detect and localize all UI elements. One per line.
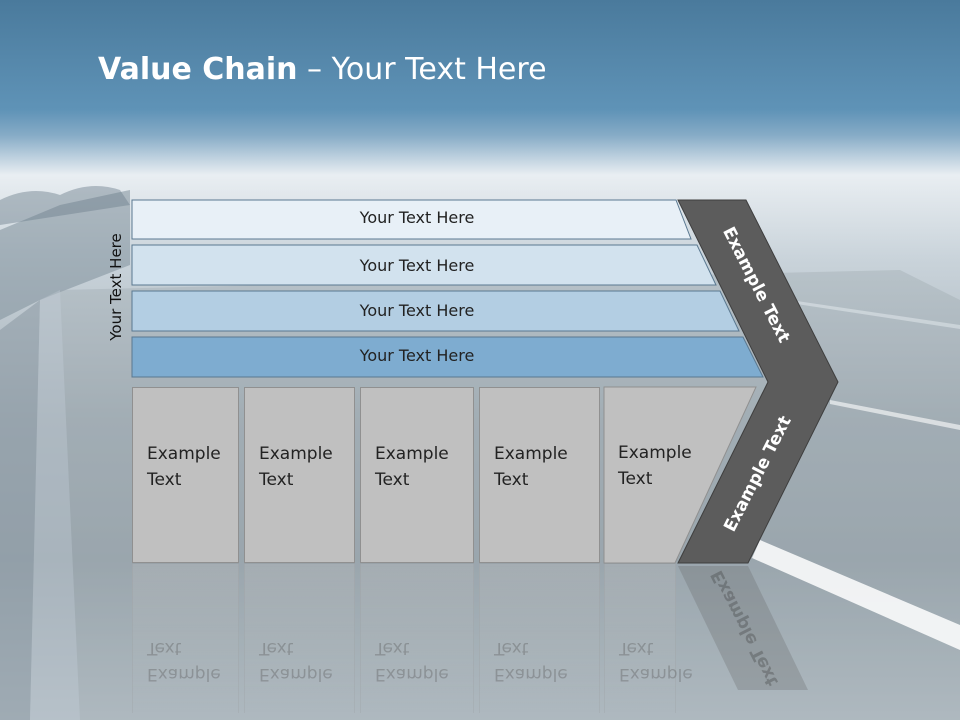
- row-bar-3: [131, 290, 740, 332]
- slide-title: Value Chain – Your Text Here: [98, 52, 547, 87]
- chevron-reflection: [678, 566, 808, 690]
- row-label-4: Your Text Here: [359, 346, 475, 365]
- chevron-shape: [677, 199, 839, 564]
- row-label-1: Your Text Here: [359, 208, 475, 227]
- row-label-2: Your Text Here: [359, 256, 475, 275]
- row-bar-4: [131, 336, 764, 378]
- title-bold: Value Chain: [98, 52, 298, 87]
- value-box-5-shape: [603, 386, 757, 564]
- title-rest: – Your Text Here: [297, 52, 547, 87]
- row-label-3: Your Text Here: [359, 301, 475, 320]
- row-bar-1: [131, 199, 692, 240]
- row-bar-2: [131, 244, 717, 286]
